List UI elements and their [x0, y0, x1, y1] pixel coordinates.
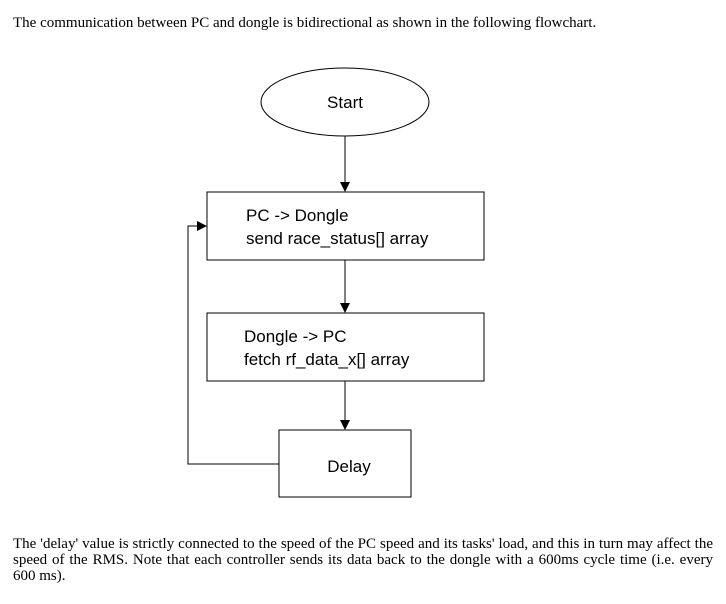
outro-paragraph: The 'delay' value is strictly connected … [13, 536, 713, 584]
delay-label: Delay [327, 457, 371, 476]
fetch-step-line2: fetch rf_data_x[] array [244, 350, 410, 369]
send-step-line1: PC -> Dongle [246, 206, 349, 225]
fetch-step-node: Dongle -> PC fetch rf_data_x[] array [206, 312, 485, 382]
send-step-line2: send race_status[] array [246, 229, 429, 248]
send-step-node: PC -> Dongle send race_status[] array [206, 191, 485, 261]
intro-paragraph: The communication between PC and dongle … [13, 15, 597, 31]
fetch-step-line1: Dongle -> PC [244, 327, 347, 346]
arrow-loop-delay-to-send [187, 221, 279, 465]
delay-node: Delay [278, 429, 412, 498]
start-node: Start [260, 67, 430, 137]
start-label: Start [327, 93, 363, 112]
